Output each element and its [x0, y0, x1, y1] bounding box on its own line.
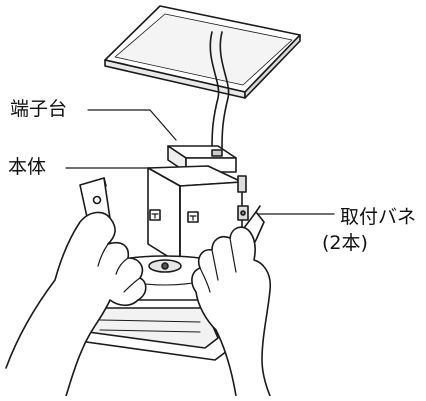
- mounting-spring-label: 取付バネ: [340, 206, 417, 228]
- terminal-block-leader-diag: [149, 109, 177, 141]
- left-hand: [5, 211, 147, 397]
- mounting-spring-count-label: (2本): [322, 232, 368, 254]
- right-hand: [191, 226, 272, 397]
- main-body-label: 本体: [8, 156, 47, 178]
- terminal-block: [167, 145, 237, 173]
- leader-lines: [65, 109, 335, 215]
- power-cable: [209, 31, 230, 149]
- terminal-block-label: 端子台: [10, 98, 68, 120]
- ceiling-board: [104, 5, 301, 99]
